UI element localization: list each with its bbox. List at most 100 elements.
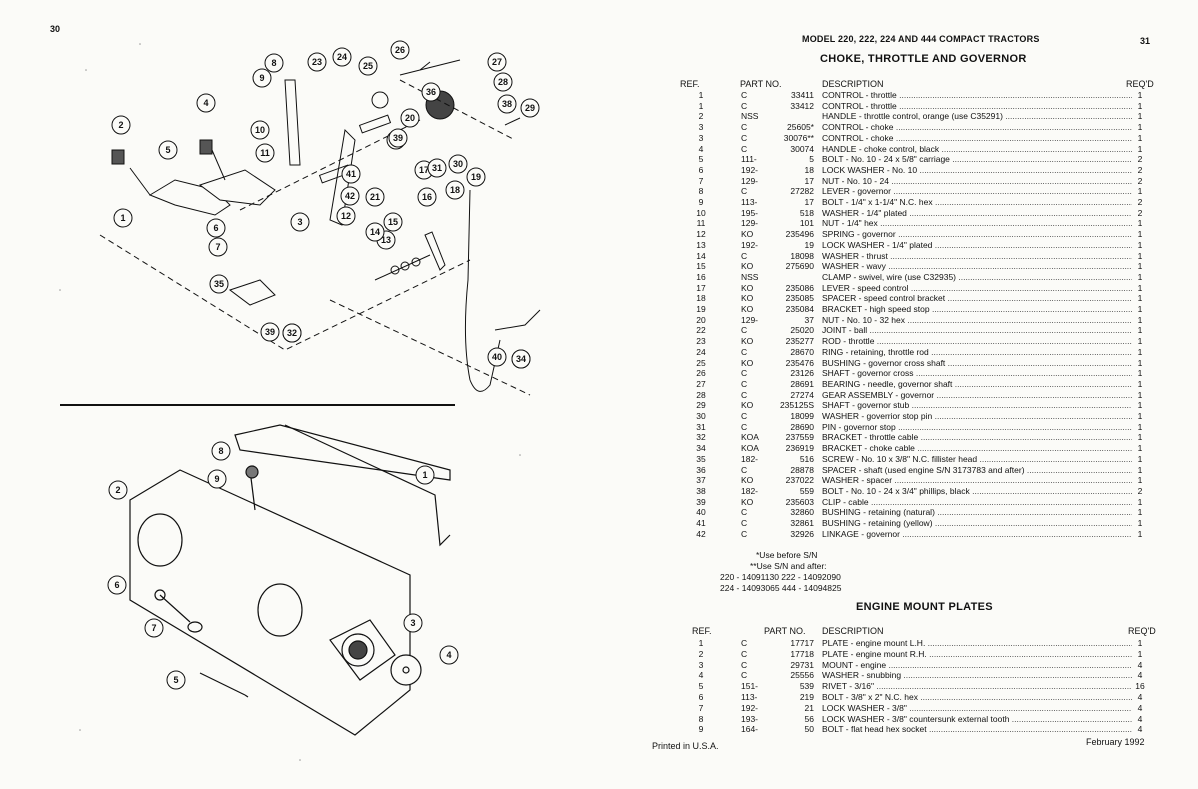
part-prefix-cell: C: [741, 250, 748, 261]
svg-text:28: 28: [498, 77, 508, 87]
engine-mount-plates-drawing: [129, 424, 451, 736]
part-prefix-cell: 195-: [741, 207, 759, 218]
upper-callout-32: 32: [282, 323, 302, 343]
quantity-cell: 1: [1137, 464, 1143, 475]
part-number-cell: 33412: [790, 100, 814, 111]
serial-numbers-1: 220 - 14091130 222 - 14092090: [720, 572, 841, 582]
svg-text:2: 2: [118, 120, 123, 130]
description-cell: HANDLE - choke control, black: [822, 144, 1132, 155]
left-page-number: 30: [50, 24, 61, 34]
quantity-cell: 4: [1137, 724, 1143, 735]
description-cell: SHAFT - governor cross: [822, 368, 1132, 379]
upper-callout-38: 38: [497, 94, 517, 114]
part-number-cell: 56: [804, 713, 814, 724]
part-prefix-cell: KO: [741, 357, 754, 368]
col-header-reqd-2: REQ'D: [1128, 626, 1156, 636]
description-cell: ROD - throttle: [822, 336, 1132, 347]
quantity-cell: 1: [1137, 250, 1143, 261]
quantity-cell: 2: [1137, 207, 1143, 218]
part-prefix-cell: C: [741, 638, 748, 648]
part-prefix-cell: 113-: [741, 197, 758, 207]
ref-cell: 2: [698, 111, 704, 122]
part-prefix-cell: C: [741, 368, 748, 379]
part-prefix-cell: C: [741, 389, 748, 400]
upper-callout-35: 35: [209, 274, 229, 294]
description-cell: JOINT - ball: [822, 325, 1132, 336]
table-row: 9113-17 BOLT - 1/4" x 1-1/4" N.C. hex2: [690, 197, 1150, 208]
quantity-cell: 1: [1137, 314, 1143, 325]
quantity-cell: 1: [1137, 111, 1143, 122]
upper-callout-27: 27: [487, 52, 507, 72]
ref-cell: 8: [698, 713, 704, 724]
upper-callout-6: 6: [206, 218, 226, 238]
print-date: February 1992: [1086, 737, 1145, 747]
svg-text:16: 16: [422, 192, 432, 202]
col-header-reqd: REQ'D: [1126, 79, 1154, 89]
svg-text:23: 23: [312, 57, 322, 67]
upper-callout-1: 1: [113, 208, 133, 228]
quantity-cell: 1: [1137, 143, 1143, 154]
ref-cell: 38: [696, 485, 706, 496]
description-cell: WASHER - snubbing: [822, 670, 1132, 681]
part-number-cell: 28878: [790, 464, 814, 475]
description-cell: MOUNT - engine: [822, 660, 1132, 671]
upper-callout-7: 7: [208, 237, 228, 257]
description-cell: LOCK WASHER - 3/8": [822, 703, 1132, 714]
part-prefix-cell: C: [741, 143, 748, 154]
ref-cell: 19: [696, 304, 706, 314]
upper-callout-39: 39: [260, 322, 280, 342]
col-header-part-no: PART NO.: [740, 79, 782, 89]
ref-cell: 1: [698, 90, 704, 100]
quantity-cell: 2: [1137, 164, 1143, 175]
description-cell: SPACER - speed control bracket: [822, 293, 1132, 304]
part-prefix-cell: C: [741, 670, 748, 681]
part-prefix-cell: 151-: [741, 681, 759, 692]
svg-text:25: 25: [363, 61, 373, 71]
ref-cell: 8: [698, 186, 704, 197]
ref-cell: 41: [696, 518, 706, 528]
part-number-cell: 235496: [785, 229, 814, 240]
svg-text:26: 26: [395, 45, 405, 55]
quantity-cell: 1: [1137, 378, 1143, 389]
quantity-cell: 4: [1137, 692, 1143, 702]
section-title-engine: ENGINE MOUNT PLATES: [856, 601, 993, 613]
description-cell: LINKAGE - governor: [822, 529, 1132, 540]
part-prefix-cell: NSS: [741, 111, 759, 122]
quantity-cell: 1: [1137, 648, 1143, 659]
part-prefix-cell: KO: [741, 475, 754, 486]
quantity-cell: 2: [1137, 485, 1143, 496]
part-prefix-cell: 192-: [741, 164, 759, 175]
ref-cell: 29: [696, 400, 706, 411]
ref-cell: 40: [696, 507, 706, 518]
upper-callout-10: 10: [250, 120, 270, 140]
quantity-cell: 1: [1137, 239, 1143, 250]
description-cell: HANDLE - throttle control, orange (use C…: [822, 111, 1132, 122]
description-cell: SPRING - governor: [822, 229, 1132, 240]
quantity-cell: 2: [1137, 175, 1143, 186]
upper-callout-26: 26: [390, 40, 410, 60]
part-prefix-cell: C: [741, 421, 748, 432]
ref-cell: 5: [698, 154, 704, 165]
part-prefix-cell: KO: [741, 304, 754, 314]
description-cell: LOCK WASHER - 1/4" plated: [822, 240, 1132, 251]
ref-cell: 2: [698, 648, 704, 659]
svg-text:7: 7: [151, 623, 156, 633]
svg-text:9: 9: [259, 73, 264, 83]
part-prefix-cell: C: [741, 90, 748, 100]
ref-cell: 9: [698, 197, 704, 207]
description-cell: BOLT - flat head hex socket: [822, 724, 1132, 735]
upper-callout-24: 24: [332, 47, 352, 67]
lower-callout-8: 8: [211, 441, 231, 461]
